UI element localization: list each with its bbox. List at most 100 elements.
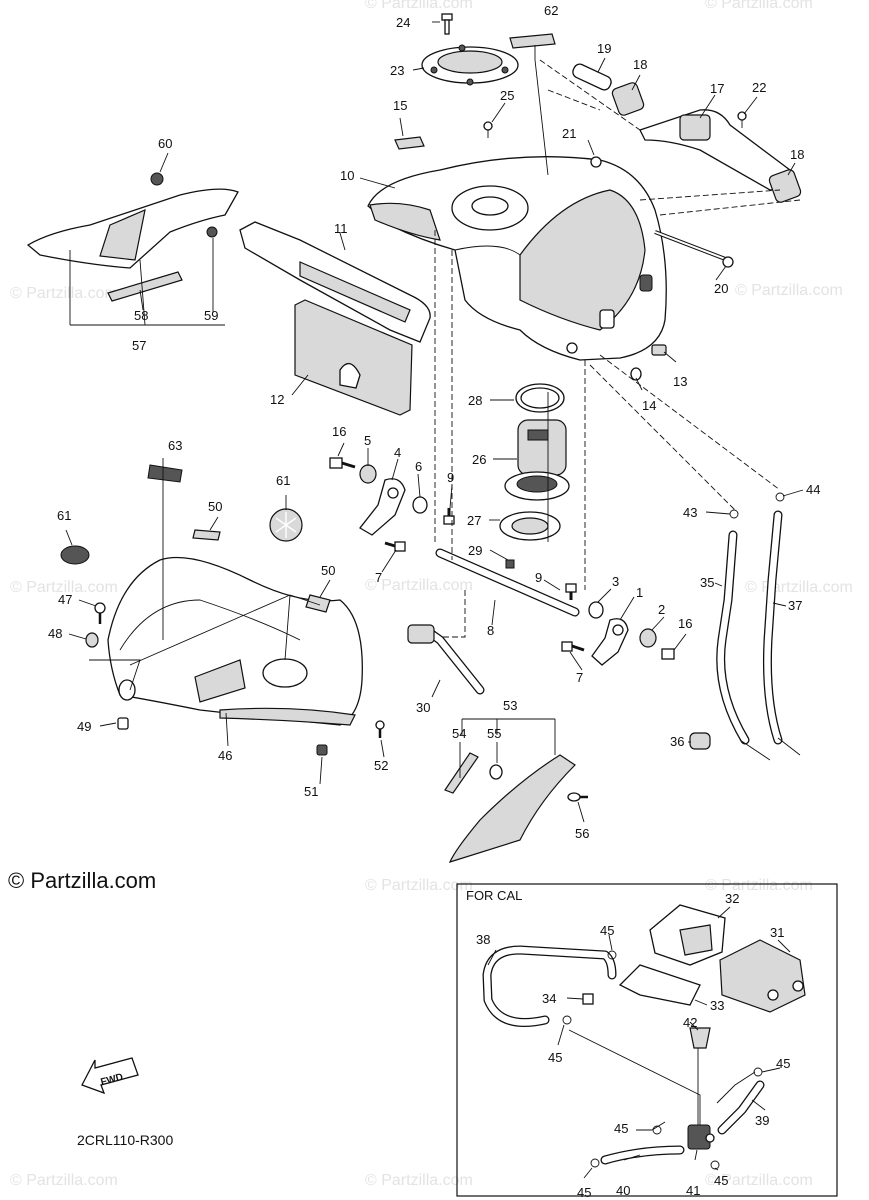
collar-6[interactable] — [412, 496, 428, 514]
callout-45: 45 — [714, 1173, 728, 1188]
label-62[interactable] — [509, 33, 556, 49]
nut-49[interactable] — [117, 717, 129, 730]
label-50-left[interactable] — [192, 529, 221, 541]
grommet-36[interactable] — [689, 732, 711, 750]
clip-43[interactable] — [729, 509, 739, 519]
joint-42[interactable] — [689, 1027, 711, 1049]
screw-22[interactable] — [737, 111, 747, 128]
callout-2: 2 — [658, 602, 665, 617]
label-63[interactable] — [147, 464, 183, 483]
strip-54[interactable] — [444, 752, 479, 794]
collar-5[interactable] — [359, 464, 377, 484]
callout-28: 28 — [468, 393, 482, 408]
bolt-16-left[interactable] — [329, 457, 356, 469]
watermark: © Partzilla.com — [365, 0, 473, 12]
bolt-7-left[interactable] — [384, 541, 406, 552]
fuel-tank[interactable] — [367, 156, 667, 361]
callout-50: 50 — [208, 499, 222, 514]
hose-37[interactable] — [762, 510, 783, 745]
watermark: © Partzilla.com — [745, 579, 853, 596]
bolt-16-right[interactable] — [661, 648, 675, 660]
collar-19[interactable] — [571, 62, 613, 92]
callout-14: 14 — [642, 398, 656, 413]
callout-1: 1 — [636, 585, 643, 600]
hose-39[interactable] — [717, 1080, 765, 1135]
nut-29[interactable] — [505, 559, 515, 569]
hose-38[interactable] — [482, 945, 617, 1027]
callout-43: 43 — [683, 505, 697, 520]
screw-56[interactable] — [567, 792, 588, 802]
grommet-55[interactable] — [489, 764, 503, 780]
canister-31[interactable] — [719, 939, 806, 1013]
callout-21: 21 — [562, 126, 576, 141]
callout-32: 32 — [725, 891, 739, 906]
bolt-7-right[interactable] — [561, 641, 585, 652]
washer-14[interactable] — [630, 367, 642, 381]
rod-8[interactable] — [435, 548, 580, 617]
fuel-cap[interactable] — [421, 44, 519, 86]
nut-51[interactable] — [316, 744, 328, 756]
hose-40[interactable] — [600, 1145, 685, 1165]
callout-7: 7 — [375, 570, 382, 585]
callout-24: 24 — [396, 15, 410, 30]
pad-12[interactable] — [294, 299, 413, 416]
callout-45: 45 — [600, 923, 614, 938]
bolt-9-right[interactable] — [565, 583, 577, 600]
bracket-1[interactable] — [591, 618, 629, 666]
cover-11[interactable] — [239, 221, 431, 343]
fuel-pump-26[interactable] — [504, 419, 570, 501]
stay-33[interactable] — [618, 964, 701, 1006]
callout-41: 41 — [686, 1183, 700, 1198]
screw-52[interactable] — [375, 720, 385, 738]
collar-3[interactable] — [588, 601, 604, 619]
gasket-28[interactable] — [515, 383, 565, 413]
diagram-code: 2CRL110-R300 — [77, 1132, 173, 1148]
callout-25: 25 — [500, 88, 514, 103]
callout-34: 34 — [542, 991, 556, 1006]
callout-56: 56 — [575, 826, 589, 841]
side-cover-57[interactable] — [26, 188, 239, 269]
bolt-47[interactable] — [94, 602, 106, 624]
callout-44: 44 — [806, 482, 820, 497]
tank-cover-46[interactable] — [107, 556, 363, 726]
callout-17: 17 — [710, 81, 724, 96]
bolt-24[interactable] — [441, 13, 453, 35]
watermark: © Partzilla.com — [705, 0, 813, 12]
grommet-59[interactable] — [206, 226, 218, 238]
emblem-61-right[interactable] — [269, 508, 303, 542]
bolt-9-left[interactable] — [443, 508, 455, 525]
nut-48[interactable] — [85, 632, 99, 648]
strip-58[interactable] — [107, 271, 183, 302]
label-15[interactable] — [394, 136, 425, 150]
callout-57: 57 — [132, 338, 146, 353]
damper-18-left[interactable] — [611, 81, 645, 116]
grommet-13[interactable] — [651, 344, 667, 356]
lower-cover-53[interactable] — [448, 754, 576, 863]
damper-18-right[interactable] — [768, 168, 802, 203]
callout-59: 59 — [204, 308, 218, 323]
grommet-60[interactable] — [150, 172, 164, 186]
collar-2[interactable] — [639, 628, 657, 648]
bolt-20[interactable] — [654, 230, 734, 268]
bracket-4[interactable] — [359, 478, 406, 536]
nut-21[interactable] — [590, 156, 602, 168]
hose-35[interactable] — [716, 530, 750, 745]
clip-45-group[interactable] — [562, 950, 763, 1170]
tube-30[interactable] — [407, 624, 485, 695]
bracket-32[interactable] — [649, 904, 726, 966]
callout-9: 9 — [535, 570, 542, 585]
watermark: © Partzilla.com — [10, 579, 118, 596]
callout-40: 40 — [616, 1183, 630, 1198]
bolt-34[interactable] — [582, 993, 594, 1005]
emblem-61-left[interactable] — [60, 545, 90, 565]
leader-lines — [65, 21, 804, 1179]
callout-47: 47 — [58, 592, 72, 607]
clip-44[interactable] — [775, 492, 785, 502]
plate-27[interactable] — [499, 511, 561, 541]
valve-41[interactable] — [687, 1124, 715, 1150]
screw-25[interactable] — [483, 121, 493, 138]
callout-42: 42 — [683, 1015, 697, 1030]
label-50-right[interactable] — [305, 594, 331, 613]
bracket-17[interactable] — [639, 109, 793, 191]
